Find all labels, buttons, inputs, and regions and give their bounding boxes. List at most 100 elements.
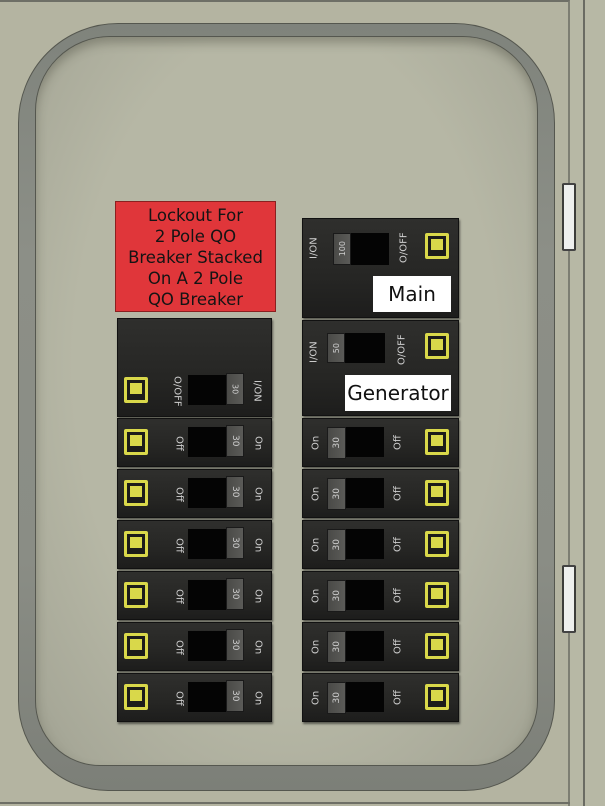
square-d-logo-icon [425,684,449,710]
left-breaker-6[interactable]: Off 30 On [117,673,272,722]
breaker-handle[interactable]: 30 [226,373,244,405]
off-label: O/OFF [171,375,183,407]
square-d-logo-icon [425,582,449,608]
breaker-window [346,682,384,712]
on-label: On [252,588,264,604]
square-d-logo-icon [124,633,148,659]
on-label: On [310,690,322,706]
on-label: On [310,588,322,604]
square-d-logo-icon [124,480,148,506]
off-label: Off [173,639,185,655]
breaker-handle[interactable]: 50 [327,333,345,363]
on-label: I/ON [251,380,263,402]
generator-breaker[interactable]: I/ON 50 O/OFF Generator [302,320,459,416]
breaker-window [346,427,384,457]
breaker-handle[interactable]: 30 [226,578,244,610]
right-breaker-2[interactable]: On 30 Off [302,469,459,518]
lockout-label-line: Lockout For [147,206,244,225]
door-hinge-bottom[interactable] [562,565,576,633]
square-d-logo-icon [425,429,449,455]
breaker-window [188,529,226,559]
left-breaker-5[interactable]: Off 30 On [117,622,272,671]
door-edge [570,0,605,806]
breaker-handle[interactable]: 30 [327,682,346,714]
lockout-label-line: 2 Pole QO [154,227,237,246]
off-label: Off [392,690,404,706]
right-breaker-5[interactable]: On 30 Off [302,622,459,671]
on-label: I/ON [308,237,320,259]
breaker-handle[interactable]: 30 [327,631,346,663]
off-label: Off [392,537,404,553]
breaker-window [346,478,384,508]
square-d-logo-icon [425,633,449,659]
off-label: O/OFF [396,334,408,366]
on-label: On [252,435,264,451]
square-d-logo-icon [124,582,148,608]
breaker-window [188,478,226,508]
right-breaker-4[interactable]: On 30 Off [302,571,459,620]
breaker-window [346,580,384,610]
two-pole-breaker[interactable]: O/OFF 30 I/ON [117,318,272,417]
square-d-logo-icon [124,684,148,710]
left-breaker-1[interactable]: Off 30 On [117,418,272,467]
off-label: Off [173,537,185,553]
breaker-window [188,375,226,405]
off-label: Off [392,588,404,604]
breaker-window [346,529,384,559]
on-label: On [310,435,322,451]
on-label: On [252,690,264,706]
door-hinge-top[interactable] [562,183,576,251]
breaker-window [351,233,389,265]
left-breaker-3[interactable]: Off 30 On [117,520,272,569]
right-breaker-1[interactable]: On 30 Off [302,418,459,467]
off-label: Off [173,690,185,706]
right-breaker-6[interactable]: On 30 Off [302,673,459,722]
off-label: Off [173,435,185,451]
lockout-label-line: QO Breaker [147,290,244,309]
on-label: On [310,639,322,655]
off-label: Off [392,639,404,655]
breaker-window [188,580,226,610]
dead-front-inner [35,36,538,766]
breaker-window [188,427,226,457]
square-d-logo-icon [124,429,148,455]
right-breaker-3[interactable]: On 30 Off [302,520,459,569]
main-breaker[interactable]: I/ON 100 O/OFF Main [302,218,459,318]
off-label: Off [392,486,404,502]
breaker-handle[interactable]: 30 [226,629,244,661]
breaker-handle[interactable]: 30 [226,680,244,712]
generator-tag: Generator [345,375,451,411]
off-label: Off [173,486,185,502]
breaker-handle[interactable]: 30 [327,529,346,561]
breaker-handle[interactable]: 30 [327,427,346,459]
square-d-logo-icon [124,531,148,557]
square-d-logo-icon [425,233,449,259]
square-d-logo-icon [425,480,449,506]
square-d-logo-icon [124,377,148,403]
breaker-window [188,631,226,661]
lockout-label-line: Breaker Stacked [128,248,263,267]
breaker-window [188,682,226,712]
breaker-window [346,631,384,661]
breaker-handle[interactable]: 30 [226,476,244,508]
off-label: O/OFF [398,232,410,264]
breaker-window [345,333,385,363]
breaker-handle[interactable]: 100 [333,233,351,265]
on-label: On [310,537,322,553]
panel-bottom-edge [0,802,570,804]
left-breaker-4[interactable]: Off 30 On [117,571,272,620]
off-label: Off [392,435,404,451]
breaker-handle[interactable]: 30 [327,580,346,612]
on-label: On [252,486,264,502]
on-label: On [252,639,264,655]
left-breaker-2[interactable]: Off 30 On [117,469,272,518]
square-d-logo-icon [425,531,449,557]
lockout-label-line: On A 2 Pole [147,269,244,288]
breaker-handle[interactable]: 30 [327,478,346,510]
square-d-logo-icon [425,333,449,359]
breaker-handle[interactable]: 30 [226,527,244,559]
breaker-handle[interactable]: 30 [226,425,244,457]
main-tag: Main [373,276,451,312]
on-label: I/ON [308,341,320,363]
on-label: On [310,486,322,502]
